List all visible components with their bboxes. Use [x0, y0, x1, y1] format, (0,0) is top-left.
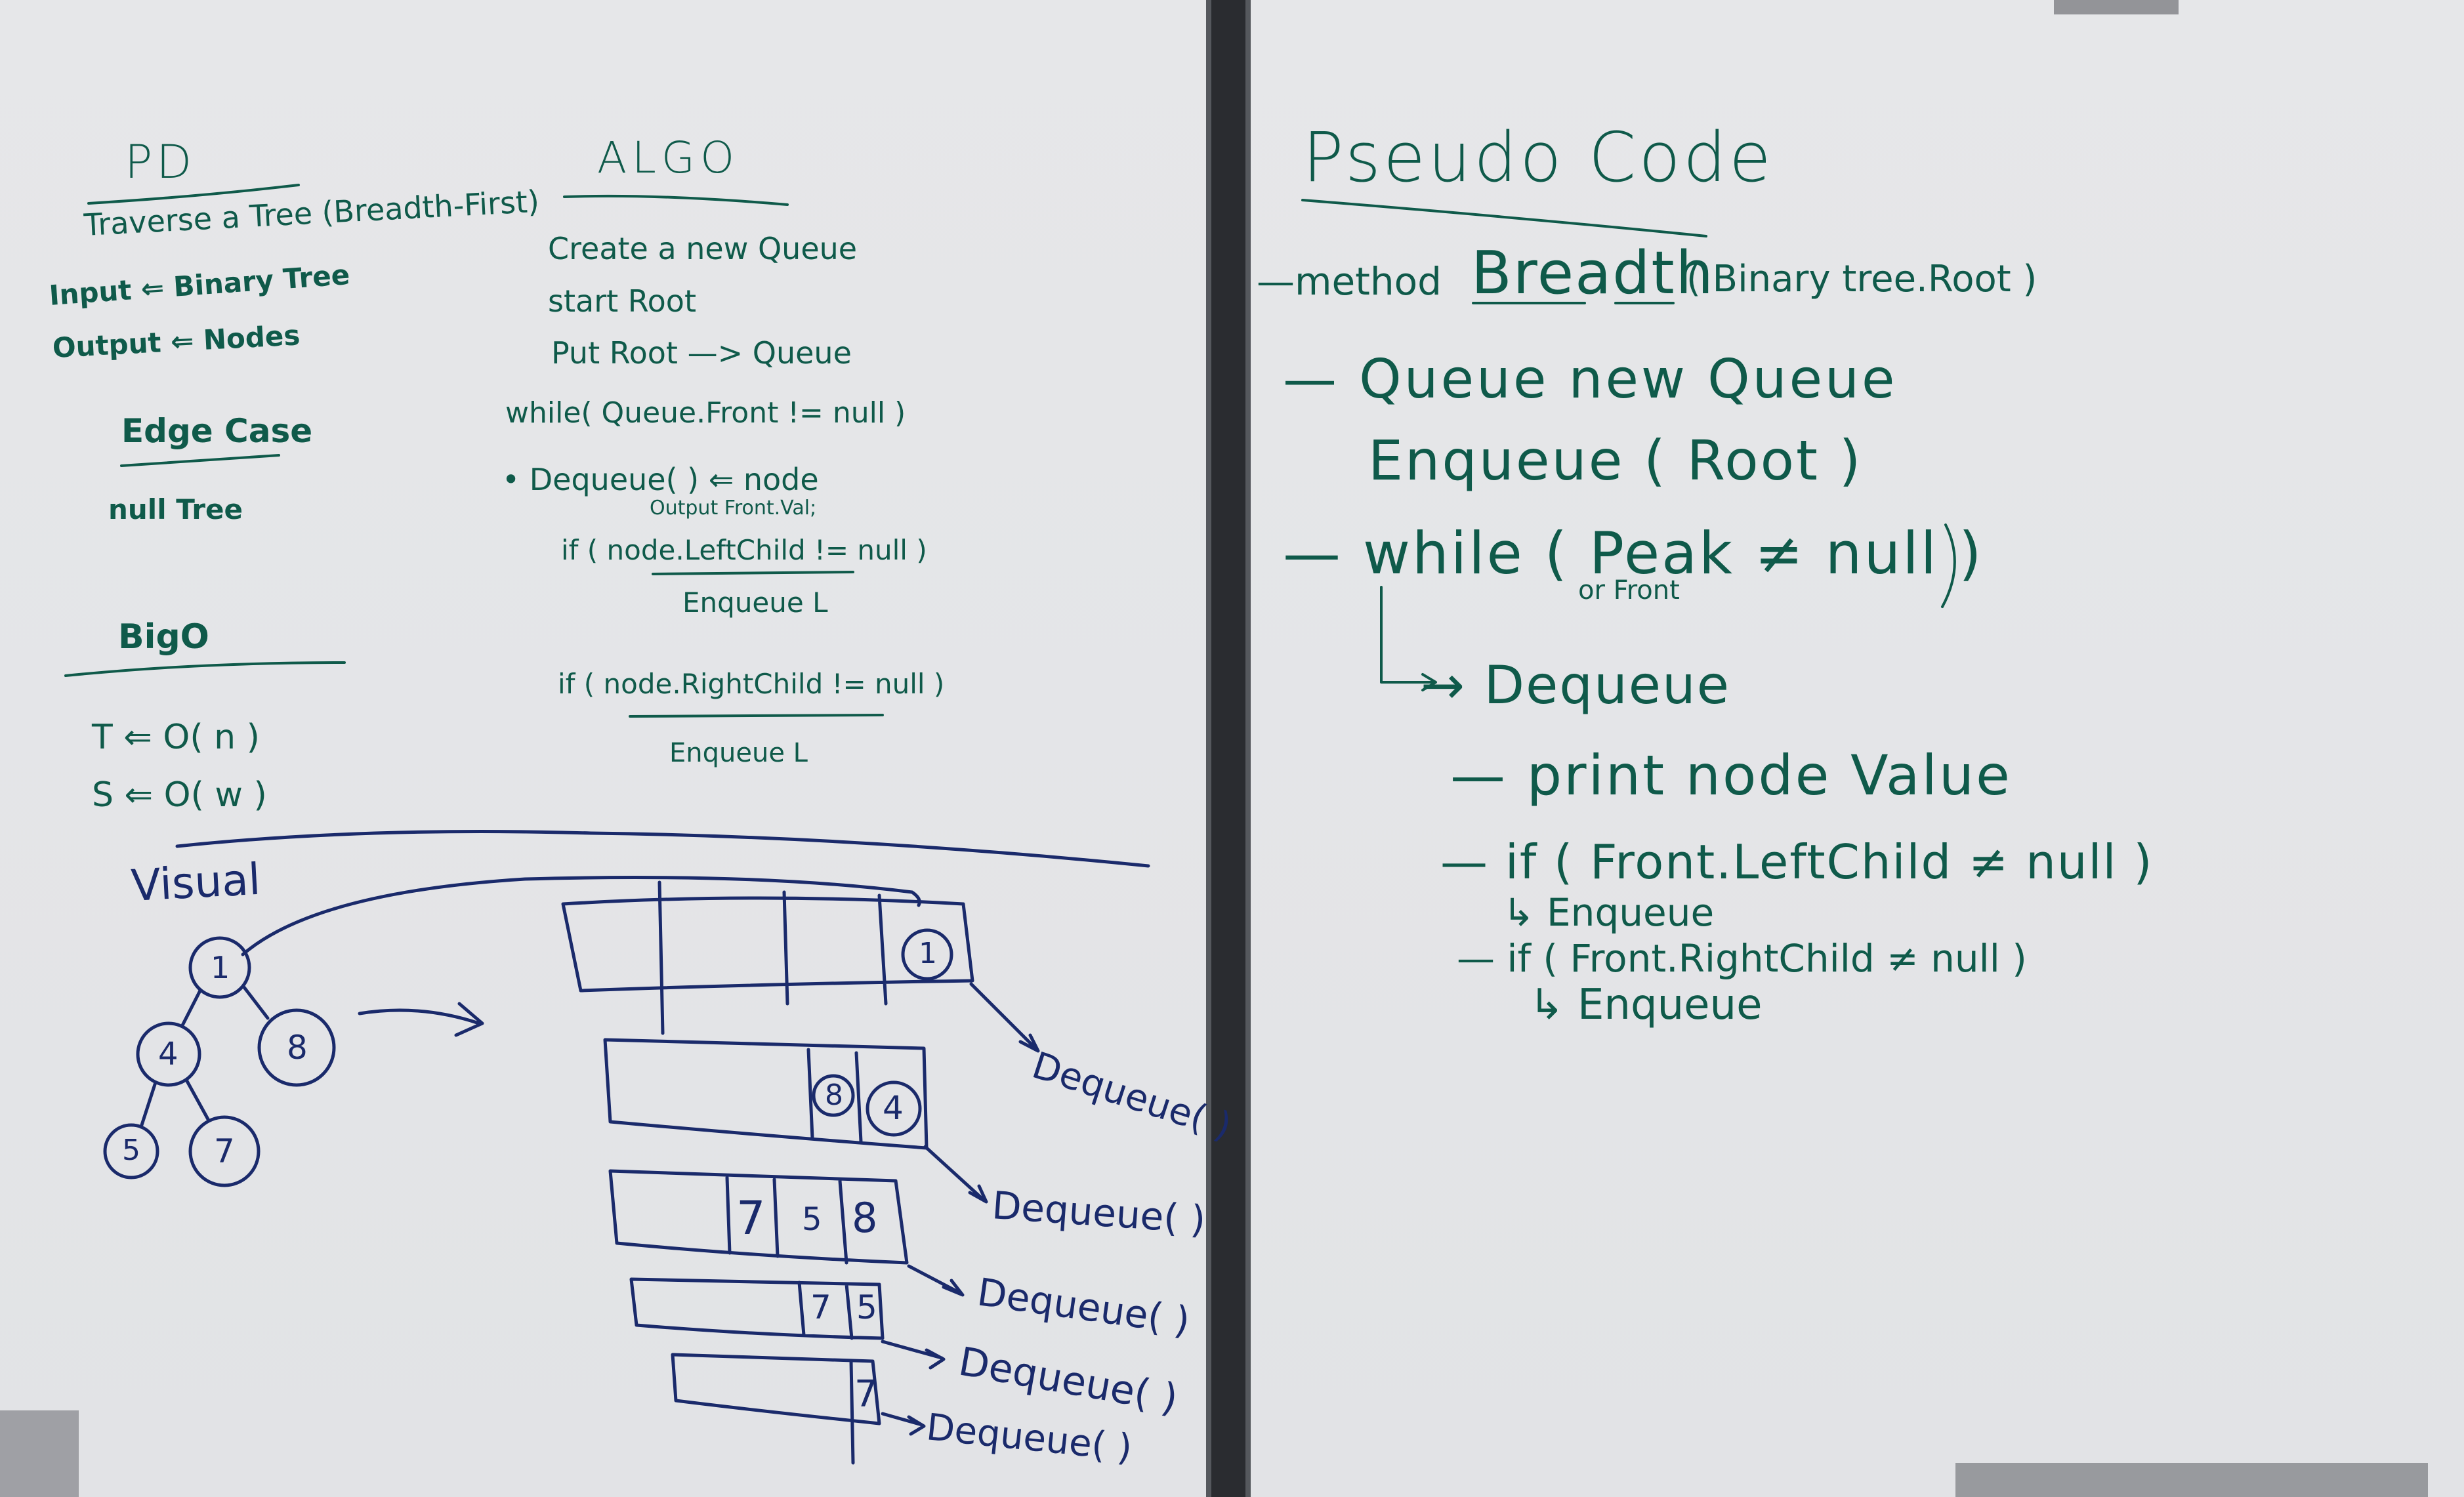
- tree-node-1-label: 1: [211, 950, 230, 985]
- bigo-time: T ⇐ O( n ): [92, 718, 260, 757]
- left-whiteboard: [0, 0, 1206, 1497]
- algo-line-5: • Dequeue( ) ⇐ node: [502, 462, 819, 497]
- bigo-space: S ⇐ O( w ): [92, 775, 267, 815]
- algo-dequeue-note: Output Front.Val;: [650, 497, 817, 520]
- edge-case-item: null Tree: [108, 493, 243, 525]
- algo-line-7: Enqueue L: [682, 586, 828, 619]
- pseudo-line-enqueue-right: ↳ Enqueue: [1529, 981, 1763, 1029]
- tree-node-5-label: 5: [122, 1134, 140, 1167]
- pseudo-line-if-right: — if ( Front.RightChild ≠ null ): [1457, 936, 2027, 981]
- algo-line-8: if ( node.RightChild != null ): [558, 668, 945, 700]
- tree-node-8-label: 8: [287, 1029, 308, 1067]
- board-divider: [1206, 0, 1251, 1497]
- right-whiteboard: [1251, 0, 2464, 1497]
- algo-line-4: while( Queue.Front != null ): [505, 396, 906, 430]
- pseudo-line-while: — while ( Peak ≠ null ): [1283, 520, 1984, 587]
- algo-line-2: start Root: [548, 283, 696, 319]
- method-params: ( Binary tree.Root ): [1686, 258, 2037, 300]
- algo-line-9: Enqueue L: [669, 738, 808, 768]
- pseudo-line-enqueue-left: ↳ Enqueue: [1503, 890, 1715, 935]
- queue-row-5-item-1: 7: [854, 1373, 878, 1416]
- method-name: Breadth: [1471, 239, 1715, 308]
- method-prefix: —method: [1257, 259, 1442, 304]
- queue-row-2-item-2: 4: [883, 1089, 904, 1127]
- queue-row-3-item-2: 5: [802, 1201, 822, 1238]
- tree-node-7-label: 7: [214, 1132, 235, 1170]
- queue-row-3-item-1: 7: [736, 1191, 766, 1245]
- board-bottom-strip: [1955, 1463, 2428, 1497]
- pseudo-line-or-front: or Front: [1578, 575, 1680, 605]
- bigo-heading: BigO: [118, 617, 209, 657]
- tree-node-4-label: 4: [158, 1036, 178, 1073]
- queue-row-2-item-1: 8: [825, 1078, 843, 1112]
- pseudo-code-heading: Pseudo Code: [1303, 117, 1774, 197]
- edge-case-heading: Edge Case: [121, 412, 313, 450]
- queue-row-4-item-2: 5: [856, 1288, 877, 1326]
- algo-line-6: if ( node.LeftChild != null ): [561, 534, 927, 566]
- algo-line-3: Put Root —> Queue: [551, 335, 852, 371]
- pd-heading: PD: [125, 135, 196, 189]
- queue-row-3-item-3: 8: [852, 1194, 878, 1242]
- queue-row-4-item-1: 7: [810, 1288, 831, 1326]
- pseudo-line-if-left: — if ( Front.LeftChild ≠ null ): [1440, 834, 2154, 890]
- board-top-strip: [2054, 0, 2179, 14]
- pseudo-line-queue: — Queue new Queue: [1283, 348, 1898, 411]
- pseudo-line-enqueue-root: Enqueue ( Root ): [1368, 428, 1863, 493]
- pseudo-line-print: — print node Value: [1450, 743, 2012, 808]
- queue-row-1-item-1: 1: [919, 937, 937, 970]
- visual-heading: Visual: [129, 853, 262, 911]
- algo-line-1: Create a new Queue: [548, 231, 858, 266]
- pseudo-line-dequeue: → Dequeue: [1421, 655, 1730, 716]
- algo-heading: ALGO: [597, 133, 740, 183]
- board-corner-shadow: [0, 1410, 79, 1497]
